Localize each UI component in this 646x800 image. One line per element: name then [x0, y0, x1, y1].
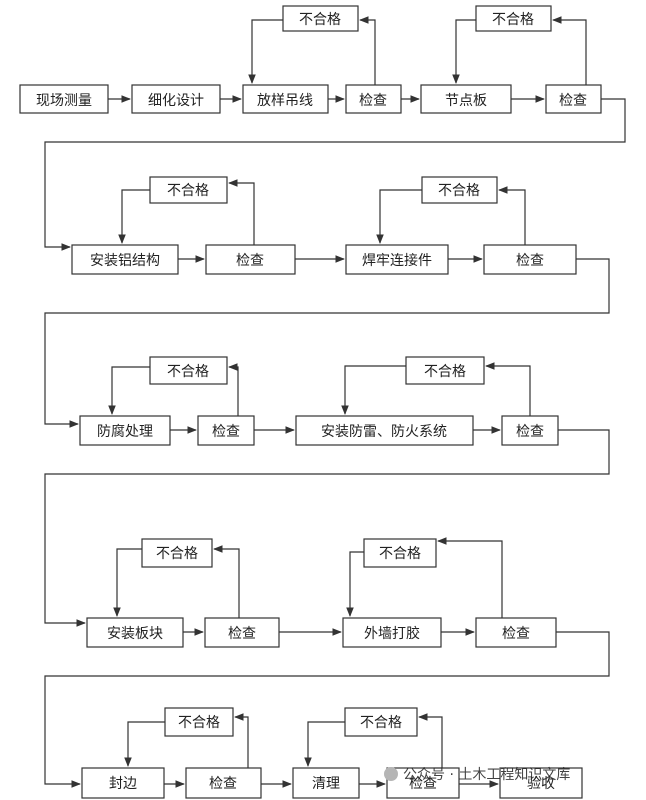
node-check-2: 检查 [545, 84, 602, 114]
row4-edges [44, 537, 610, 788]
svg-text:不合格: 不合格 [299, 12, 341, 28]
svg-text:检查: 检查 [516, 253, 544, 269]
wechat-icon [384, 767, 398, 781]
node-lightning-fire: 安装防雷、防火系统 [295, 415, 474, 446]
svg-text:公众号 · 土木工程知识文库: 公众号 · 土木工程知识文库 [403, 766, 570, 783]
svg-text:检查: 检查 [236, 253, 264, 269]
svg-text:细化设计: 细化设计 [148, 93, 204, 109]
svg-text:检查: 检查 [502, 626, 530, 642]
fail-box-3: 不合格 [149, 176, 228, 204]
svg-text:不合格: 不合格 [178, 715, 220, 731]
node-check-7: 检查 [204, 617, 280, 648]
svg-text:检查: 检查 [409, 776, 437, 792]
svg-text:检查: 检查 [209, 776, 237, 792]
node-design: 细化设计 [131, 84, 221, 114]
node-cleaning: 清理 [292, 767, 360, 799]
svg-text:不合格: 不合格 [379, 546, 421, 562]
svg-text:验收: 验收 [527, 776, 555, 792]
svg-text:防腐处理: 防腐处理 [97, 423, 153, 440]
svg-text:不合格: 不合格 [492, 12, 534, 28]
node-al-structure: 安装铝结构 [71, 244, 179, 275]
node-check-5: 检查 [197, 415, 255, 446]
svg-text:不合格: 不合格 [167, 183, 209, 199]
svg-text:焊牢连接件: 焊牢连接件 [362, 252, 432, 269]
watermark: 公众号 · 土木工程知识文库 [384, 766, 570, 783]
node-install-panels: 安装板块 [86, 617, 184, 648]
svg-text:封边: 封边 [109, 776, 137, 792]
svg-text:安装板块: 安装板块 [107, 626, 163, 642]
svg-text:安装防雷、防火系统: 安装防雷、防火系统 [321, 424, 447, 440]
node-check-1: 检查 [345, 84, 402, 114]
row2-edges [44, 179, 610, 428]
svg-text:不合格: 不合格 [438, 183, 480, 199]
node-edge-sealing: 封边 [81, 767, 165, 799]
node-check-10: 检查 [386, 767, 460, 799]
fail-box-1: 不合格 [282, 5, 359, 32]
svg-text:检查: 检查 [228, 626, 256, 642]
fail-box-10: 不合格 [344, 707, 418, 737]
svg-text:不合格: 不合格 [360, 715, 402, 731]
svg-text:不合格: 不合格 [424, 364, 466, 380]
svg-text:检查: 检查 [559, 93, 587, 109]
node-check-4: 检查 [483, 244, 577, 275]
row1-edges [44, 16, 626, 251]
svg-text:节点板: 节点板 [445, 93, 487, 109]
node-check-9: 检查 [185, 767, 262, 799]
svg-text:放样吊线: 放样吊线 [257, 93, 313, 109]
fail-box-5: 不合格 [149, 356, 228, 385]
fail-box-8: 不合格 [363, 538, 437, 568]
node-check-3: 检查 [205, 244, 296, 275]
svg-text:外墙打胶: 外墙打胶 [364, 625, 420, 642]
fail-box-2: 不合格 [475, 5, 552, 32]
node-anticorrosion: 防腐处理 [79, 415, 171, 446]
svg-text:安装铝结构: 安装铝结构 [90, 253, 160, 269]
node-check-6: 检查 [501, 415, 559, 446]
node-acceptance: 验收 [499, 767, 583, 799]
fail-box-4: 不合格 [421, 176, 498, 204]
svg-text:清理: 清理 [312, 776, 340, 792]
svg-text:检查: 检查 [212, 424, 240, 440]
svg-text:不合格: 不合格 [156, 546, 198, 562]
svg-text:检查: 检查 [516, 424, 544, 440]
node-caulking: 外墙打胶 [342, 617, 442, 648]
fail-box-9: 不合格 [164, 707, 234, 737]
node-layout: 放样吊线 [242, 84, 329, 114]
fail-box-7: 不合格 [141, 538, 213, 568]
node-check-8: 检查 [475, 617, 557, 648]
fail-box-6: 不合格 [405, 356, 485, 385]
svg-text:现场测量: 现场测量 [36, 93, 92, 109]
row3-edges [44, 362, 610, 627]
node-weld: 焊牢连接件 [345, 244, 449, 275]
node-survey: 现场测量 [19, 84, 109, 114]
svg-text:检查: 检查 [359, 93, 387, 109]
svg-text:不合格: 不合格 [167, 364, 209, 380]
node-plate: 节点板 [420, 84, 512, 114]
row5-edges [124, 713, 499, 788]
